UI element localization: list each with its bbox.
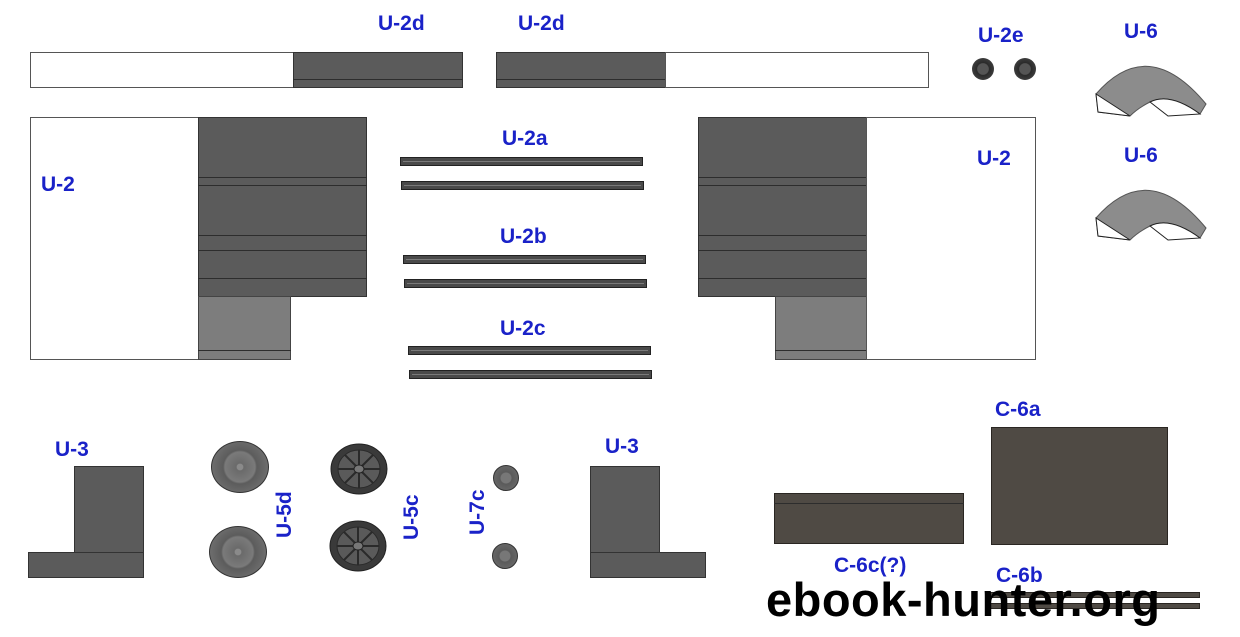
part-u2-right-white <box>866 117 1036 360</box>
part-u2a-strip-1 <box>400 157 643 166</box>
part-u3-right-upper <box>590 466 660 554</box>
part-u2-left-lower <box>198 296 291 360</box>
part-u3-left-upper <box>74 466 144 554</box>
part-u2-right-lower-line <box>775 350 868 351</box>
part-u2-right-line-5 <box>698 278 867 279</box>
part-u5c-wheel-top <box>330 443 388 495</box>
part-u2-right-line-1 <box>698 177 867 178</box>
part-u5d-wheel-bottom <box>209 526 267 578</box>
part-c6a <box>991 427 1168 545</box>
part-u3-right-base <box>590 552 706 578</box>
label-c6c: C-6c(?) <box>834 554 907 577</box>
label-u2d-right: U-2d <box>518 12 565 35</box>
label-u6-bottom: U-6 <box>1124 144 1158 167</box>
label-u7c: U-7c <box>466 489 489 535</box>
label-u2b: U-2b <box>500 225 547 248</box>
part-u2-left-line-3 <box>198 235 367 236</box>
part-u2-right-line-3 <box>698 235 867 236</box>
label-u2-left: U-2 <box>41 173 75 196</box>
part-u2-left-lower-line <box>198 350 291 351</box>
part-u2e-button-right <box>1014 58 1036 80</box>
part-u2c-strip-1 <box>408 346 651 355</box>
part-u7c-top <box>493 465 519 491</box>
part-u7c-bottom <box>492 543 518 569</box>
label-u2c: U-2c <box>500 317 546 340</box>
part-u2-left-line-4 <box>198 250 367 251</box>
part-c6c <box>774 493 964 544</box>
label-u3-left: U-3 <box>55 438 89 461</box>
part-u2-right-dark <box>698 117 867 297</box>
part-u2-left-dark <box>198 117 367 297</box>
part-u6-bottom <box>1095 189 1207 241</box>
label-u2-right: U-2 <box>977 147 1011 170</box>
part-u3-left-base <box>28 552 144 578</box>
part-c6b-strip-1 <box>988 592 1200 598</box>
label-u3-right: U-3 <box>605 435 639 458</box>
part-u2b-strip-1 <box>403 255 646 264</box>
part-u2d-right-white <box>665 52 929 88</box>
part-u2-right-line-2 <box>698 185 867 186</box>
part-u2d-right-dark <box>496 52 666 88</box>
part-u2c-strip-2 <box>409 370 652 379</box>
label-u6-top: U-6 <box>1124 20 1158 43</box>
part-u2d-left-line <box>293 79 463 80</box>
part-c6b-strip-2 <box>988 603 1200 609</box>
part-u2-left-white <box>30 117 200 360</box>
label-u2e: U-2e <box>978 24 1024 47</box>
part-u2b-strip-2 <box>404 279 647 288</box>
part-u2-left-line-1 <box>198 177 367 178</box>
label-u2a: U-2a <box>502 127 548 150</box>
part-u2-left-line-5 <box>198 278 367 279</box>
part-u5c-wheel-bottom <box>329 520 387 572</box>
label-u5d: U-5d <box>273 491 296 538</box>
part-u2-right-lower <box>775 296 868 360</box>
part-u5d-wheel-top <box>211 441 269 493</box>
part-u2e-button-left <box>972 58 994 80</box>
part-u2d-left-dark <box>293 52 463 88</box>
part-u2-left-line-2 <box>198 185 367 186</box>
part-u2d-right-line <box>496 79 666 80</box>
watermark-text: ebook-hunter.org <box>766 573 1161 626</box>
label-c6a: C-6a <box>995 398 1041 421</box>
part-u2-right-line-4 <box>698 250 867 251</box>
part-u2d-left-white <box>30 52 294 88</box>
label-u5c: U-5c <box>400 494 423 540</box>
label-u2d-left: U-2d <box>378 12 425 35</box>
part-u6-top <box>1095 65 1207 117</box>
part-u2a-strip-2 <box>401 181 644 190</box>
part-c6c-line <box>774 503 964 504</box>
label-c6b: C-6b <box>996 564 1043 587</box>
